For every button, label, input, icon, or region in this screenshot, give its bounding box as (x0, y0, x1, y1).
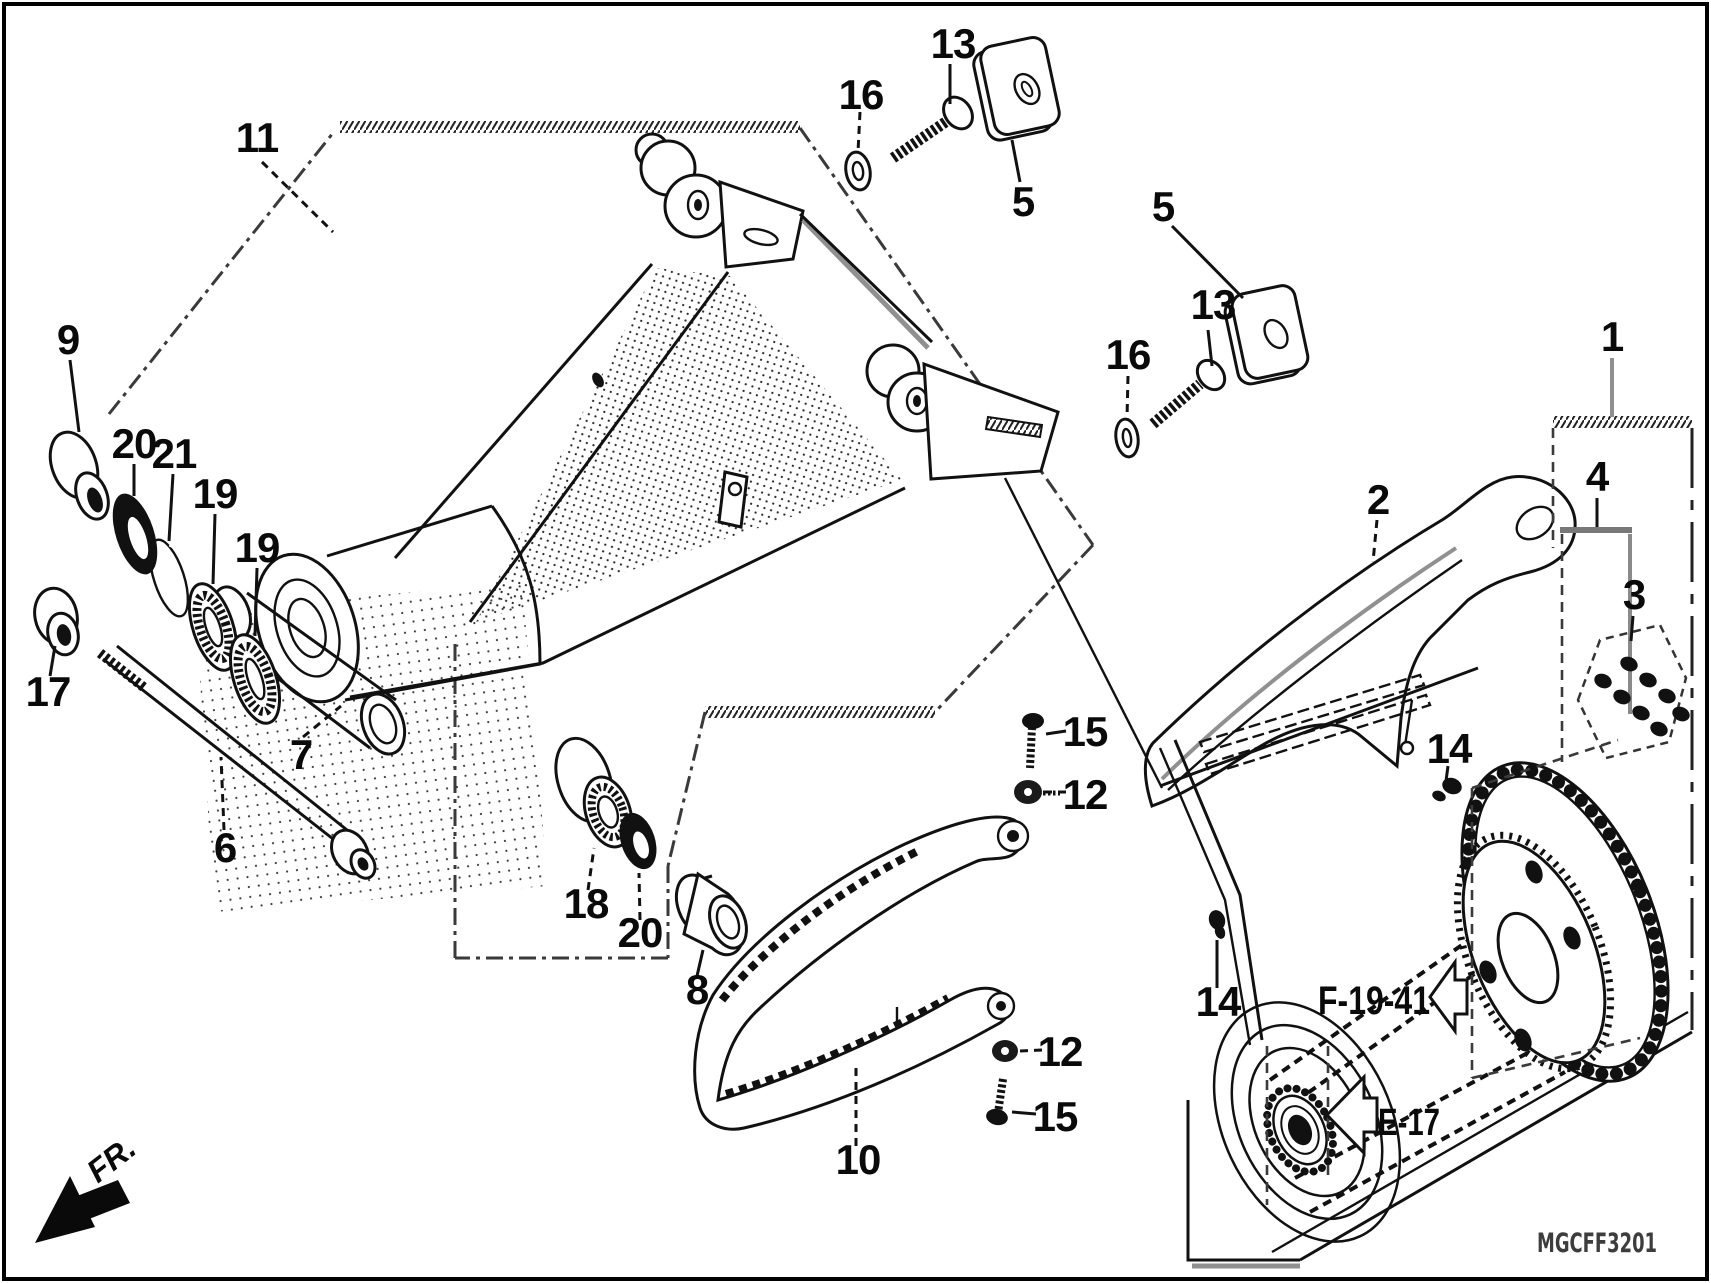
callout-15-bolt-lower[interactable]: 15 (1033, 1093, 1079, 1140)
callout-13-bolt-top[interactable]: 13 (931, 20, 977, 67)
callout-4-case-kit[interactable]: 4 (1586, 453, 1611, 500)
case-reference-boxes (1265, 416, 1694, 1205)
ref-arrow-left-icon (1428, 957, 1469, 1036)
callout-14-screw-lower[interactable]: 14 (1196, 978, 1243, 1025)
callout-2-chain-guard[interactable]: 2 (1367, 476, 1390, 523)
callout-9-pivot-cap[interactable]: 9 (57, 316, 80, 363)
rear-sprocket-drawing (1453, 761, 1670, 1083)
fr-arrow-icon (35, 1176, 95, 1243)
diagram-code: MGCFF3201 (1537, 1228, 1657, 1259)
callout-14-screw-right[interactable]: 14 (1427, 725, 1474, 772)
cross-references: F-19-41 E-17 (1318, 957, 1469, 1157)
callout-20-seal-left[interactable]: 20 (112, 420, 158, 467)
callout-6-pivot-bolt[interactable]: 6 (214, 824, 237, 871)
callout-5-nut-plate-top[interactable]: 5 (1012, 178, 1036, 225)
callout-16-washer-top[interactable]: 16 (839, 71, 885, 118)
callout-13-bolt-right[interactable]: 13 (1191, 281, 1237, 328)
callout-19-bearing-a[interactable]: 19 (193, 470, 239, 517)
callout-11-swingarm[interactable]: 11 (236, 114, 280, 161)
pivot-bolt-drawing (33, 585, 407, 880)
swingarm-drawing (254, 132, 1060, 704)
callout-20-seal-right[interactable]: 20 (618, 909, 664, 956)
callout-19-bearing-b[interactable]: 19 (235, 524, 281, 571)
callout-21-snap-ring[interactable]: 21 (152, 430, 198, 477)
callout-12-nut-upper[interactable]: 12 (1063, 771, 1109, 818)
callout-10-chain-slider[interactable]: 10 (836, 1136, 882, 1183)
callout-8-collar[interactable]: 8 (686, 966, 710, 1013)
ref-link-e-17[interactable]: E-17 (1378, 1102, 1440, 1144)
callout-17-pivot-nut[interactable]: 17 (26, 668, 72, 715)
callout-16-washer-right[interactable]: 16 (1106, 331, 1152, 378)
callout-3-bolt-set[interactable]: 3 (1623, 571, 1646, 618)
callout-1-chain-case[interactable]: 1 (1601, 313, 1625, 360)
callout-15-bolt-upper[interactable]: 15 (1063, 708, 1109, 755)
fastener-drawings (844, 36, 1462, 1126)
ref-link-f-19-41[interactable]: F-19-41 (1318, 979, 1430, 1023)
ref-arrow-right-icon (1324, 1073, 1379, 1157)
callout-12-nut-lower[interactable]: 12 (1038, 1028, 1084, 1075)
chain-guard-drawing (1143, 475, 1577, 808)
callout-leaders (48, 64, 1635, 1146)
chain-slider-drawing (693, 815, 1030, 1131)
callout-7-pivot-sleeve[interactable]: 7 (290, 731, 313, 778)
callout-5-nut-plate-right[interactable]: 5 (1152, 183, 1176, 230)
callout-18-bushing[interactable]: 18 (564, 880, 610, 927)
bushing-seal-collar-drawing (554, 736, 748, 957)
pivot-bearing-stack-drawing (48, 430, 282, 725)
